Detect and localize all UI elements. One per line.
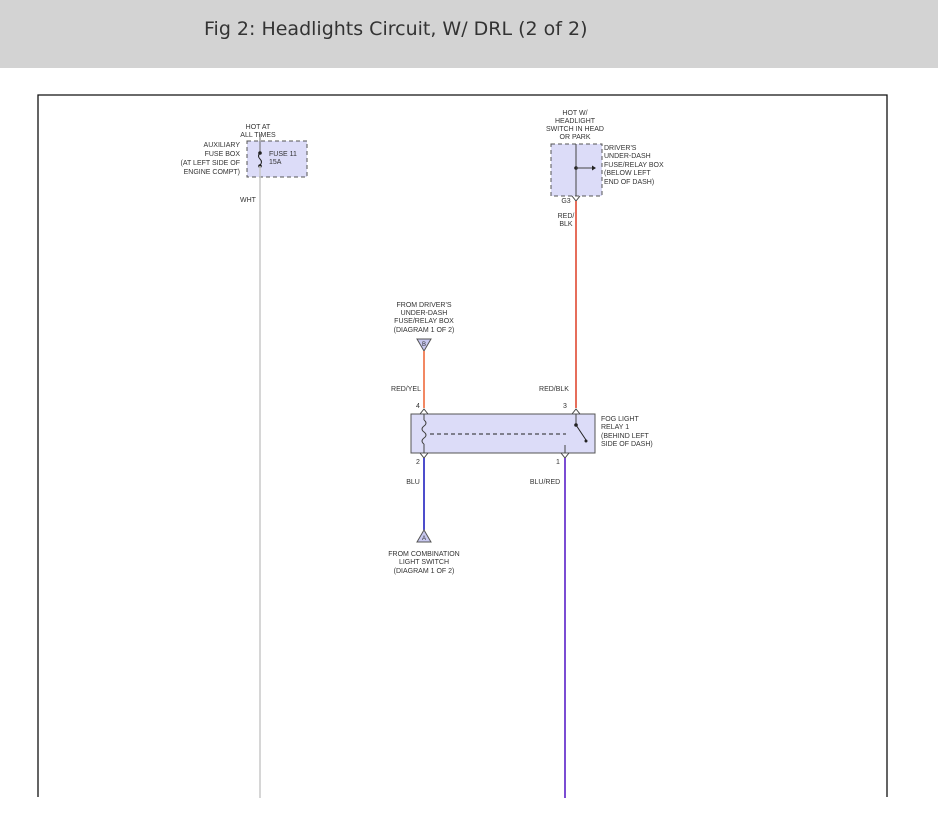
svg-text:(AT LEFT SIDE OF: (AT LEFT SIDE OF — [180, 160, 240, 167]
wire-label-red-yel: RED/YEL — [391, 386, 421, 393]
relay-coil — [421, 414, 427, 453]
pin-2-label: 2 — [416, 459, 420, 466]
connector-a-label: A — [422, 536, 426, 542]
connector-a-arrow — [416, 529, 432, 543]
svg-text:HOT W/: HOT W/ — [562, 110, 587, 117]
svg-text:AUXILIARY: AUXILIARY — [204, 142, 241, 149]
svg-text:LIGHT SWITCH: LIGHT SWITCH — [399, 559, 449, 566]
pin-1-label: 1 — [556, 459, 560, 466]
svg-text:UNDER-DASH: UNDER-DASH — [604, 153, 651, 160]
fog-light-relay-label: FOG LIGHT RELAY 1 (BEHIND LEFT SIDE OF D… — [601, 416, 653, 448]
connector-g3-label: G3 — [561, 198, 570, 205]
svg-text:15A: 15A — [269, 159, 282, 166]
aux-hot-label: HOT AT ALL TIMES — [240, 124, 276, 139]
svg-text:FOG LIGHT: FOG LIGHT — [601, 416, 639, 423]
svg-text:SWITCH IN HEAD: SWITCH IN HEAD — [546, 126, 604, 133]
svg-text:(BELOW LEFT: (BELOW LEFT — [604, 170, 651, 177]
svg-text:(BEHIND LEFT: (BEHIND LEFT — [601, 433, 650, 440]
svg-text:(DIAGRAM 1 OF 2): (DIAGRAM 1 OF 2) — [394, 568, 455, 575]
svg-text:OR PARK: OR PARK — [560, 134, 591, 141]
svg-text:ENGINE COMPT): ENGINE COMPT) — [184, 169, 240, 176]
svg-text:FROM COMBINATION: FROM COMBINATION — [388, 551, 459, 558]
wire-label-red-blk-top: RED/ BLK — [558, 213, 575, 228]
svg-text:ALL TIMES: ALL TIMES — [240, 132, 276, 139]
svg-text:FUSE/RELAY BOX: FUSE/RELAY BOX — [604, 162, 664, 169]
svg-text:DRIVER'S: DRIVER'S — [604, 145, 637, 152]
svg-text:FROM DRIVER'S: FROM DRIVER'S — [396, 302, 451, 309]
pin-3-label: 3 — [563, 403, 567, 410]
aux-fuse-box-label: AUXILIARY FUSE BOX (AT LEFT SIDE OF ENGI… — [180, 142, 240, 176]
svg-text:RED/: RED/ — [558, 213, 575, 220]
pin-4-label: 4 — [416, 403, 420, 410]
svg-text:SIDE OF DASH): SIDE OF DASH) — [601, 441, 653, 448]
wire-label-blu-red: BLU/RED — [530, 479, 560, 486]
from-drivers-label: FROM DRIVER'S UNDER-DASH FUSE/RELAY BOX … — [394, 302, 455, 334]
drivers-fuse-box-label: DRIVER'S UNDER-DASH FUSE/RELAY BOX (BELO… — [604, 145, 664, 186]
diagram-frame — [37, 94, 888, 797]
svg-text:FUSE BOX: FUSE BOX — [205, 151, 241, 158]
relay-switch-contact — [564, 414, 588, 453]
connector-b-arrow — [416, 338, 432, 352]
svg-text:HOT AT: HOT AT — [246, 124, 271, 131]
svg-text:(DIAGRAM 1 OF 2): (DIAGRAM 1 OF 2) — [394, 327, 455, 334]
page-header: Fig 2: Headlights Circuit, W/ DRL (2 of … — [0, 0, 938, 68]
fuse-label: FUSE 11 15A — [269, 151, 297, 166]
drivers-hot-label: HOT W/ HEADLIGHT SWITCH IN HEAD OR PARK — [546, 110, 604, 141]
svg-text:BLK: BLK — [559, 221, 573, 228]
svg-text:END OF DASH): END OF DASH) — [604, 179, 654, 186]
from-combination-label: FROM COMBINATION LIGHT SWITCH (DIAGRAM 1… — [388, 551, 459, 575]
connector-g3 — [571, 195, 581, 202]
page-title: Fig 2: Headlights Circuit, W/ DRL (2 of … — [204, 18, 588, 40]
wire-label-wht: WHT — [240, 197, 257, 204]
auxiliary-fuse-box — [246, 140, 308, 178]
svg-text:RELAY 1: RELAY 1 — [601, 424, 629, 431]
svg-text:UNDER-DASH: UNDER-DASH — [401, 310, 448, 317]
fuse-box-internal-switch — [574, 144, 596, 196]
wire-label-blu: BLU — [406, 479, 420, 486]
wire-label-red-blk: RED/BLK — [539, 386, 569, 393]
svg-text:HEADLIGHT: HEADLIGHT — [555, 118, 596, 125]
svg-text:FUSE/RELAY BOX: FUSE/RELAY BOX — [394, 318, 454, 325]
connector-b-label: B — [422, 342, 426, 348]
svg-text:FUSE 11: FUSE 11 — [269, 151, 297, 158]
